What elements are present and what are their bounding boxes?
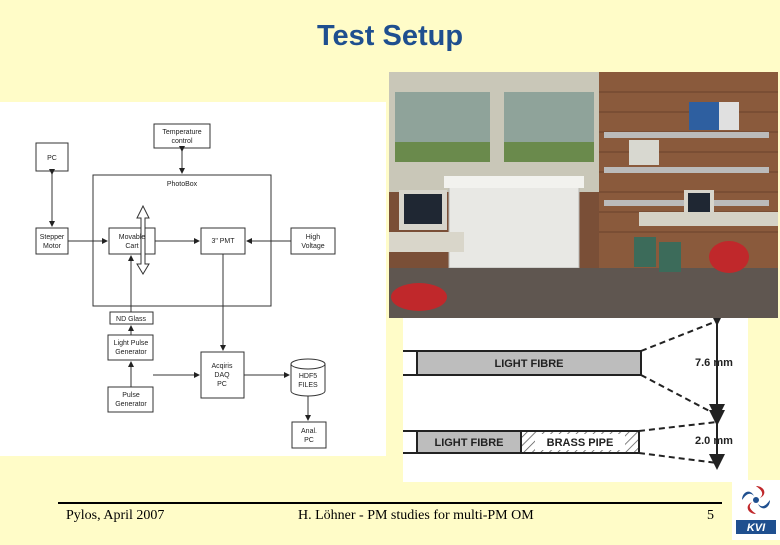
stepper-motor-label-1: Stepper [40, 234, 65, 241]
high-voltage-label-2: Voltage [301, 243, 324, 250]
light-pulse-generator-label-2: Generator [115, 349, 147, 356]
hdf5-files-label-2: FILES [298, 382, 318, 389]
footer-divider [58, 502, 722, 504]
block-diagram-svg: PC Temperature control PhotoBox Stepper … [35, 123, 336, 449]
kvi-logo: KVI [732, 480, 780, 540]
fibre-spot-diagram: LIGHT FIBRE LIGHT FIBRE BRASS PIPE 7.6 m… [403, 310, 748, 482]
stepper-motor-label-2: Motor [43, 243, 62, 250]
slide-title: Test Setup [316, 20, 464, 52]
high-voltage-label-1: High [306, 234, 321, 241]
setup-block-diagram: PC Temperature control PhotoBox Stepper … [0, 102, 386, 456]
light-fibre-bottom-label: LIGHT FIBRE [434, 437, 503, 449]
kvi-logo-icon: KVI [732, 480, 780, 540]
daq-pc-box [200, 351, 245, 399]
lab-photo-illustration [389, 72, 778, 318]
pmt-box [200, 227, 246, 255]
footer-author-title: H. Löhner - PM studies for multi-PM OM [298, 508, 534, 523]
analysis-pc-label-2: PC [304, 437, 314, 444]
cart-motion-arrow [136, 204, 150, 275]
brass-pipe-label: BRASS PIPE [547, 437, 614, 449]
pulse-generator-label-1: Pulse [122, 392, 140, 399]
pc-label: PC [47, 155, 57, 162]
kvi-logo-text: KVI [747, 522, 766, 534]
fibre-spot-svg: LIGHT FIBRE LIGHT FIBRE BRASS PIPE 7.6 m… [403, 310, 733, 470]
daq-pc-label-2: DAQ [214, 372, 230, 379]
pulse-generator-label-2: Generator [115, 401, 147, 408]
slide-number: 5 [707, 508, 714, 523]
daq-pc-label-1: Acqiris [211, 363, 233, 370]
nd-glass-label: ND Glass [116, 316, 146, 323]
photobox-label: PhotoBox [167, 181, 198, 188]
spot-size-top-label: 7.6 mm [695, 357, 733, 369]
movable-cart-label-1: Movable [119, 234, 146, 241]
analysis-pc-label-1: Anal. [301, 428, 317, 435]
temperature-control-label-1: Temperature [162, 129, 201, 136]
light-pulse-generator-box [107, 334, 154, 361]
hdf5-files-label-1: HDF5 [299, 373, 317, 380]
footer-date-location: Pylos, April 2007 [66, 508, 165, 523]
light-fibre-top-bar [416, 350, 642, 376]
stepper-motor-box [35, 227, 69, 255]
high-voltage-box [290, 227, 336, 255]
spot-size-bottom-label: 2.0 mm [695, 435, 733, 447]
temperature-control-label-2: control [171, 138, 192, 145]
daq-pc-label-3: PC [217, 381, 227, 388]
pulse-generator-box [107, 386, 154, 413]
light-pulse-generator-label-1: Light Pulse [114, 340, 149, 347]
analysis-pc-box [291, 421, 327, 449]
movable-cart-box [108, 227, 156, 255]
light-fibre-top-label: LIGHT FIBRE [494, 358, 563, 370]
pmt-label: 3" PMT [211, 238, 235, 245]
lab-photo [389, 72, 778, 318]
movable-cart-label-2: Cart [125, 243, 138, 250]
